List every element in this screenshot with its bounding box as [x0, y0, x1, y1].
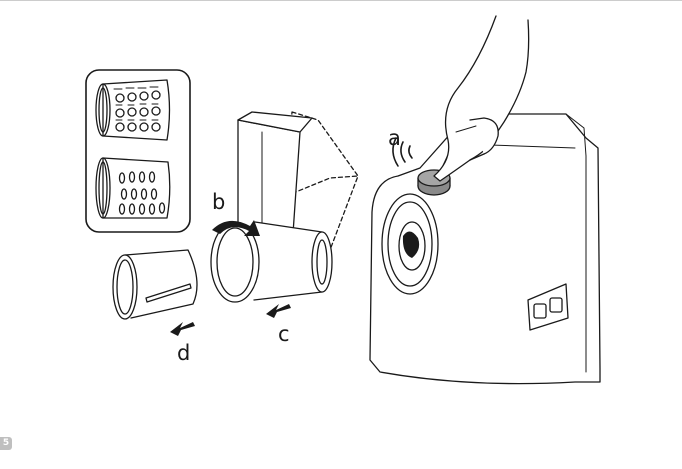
remove-arrow-icon [266, 304, 291, 318]
callout-a: a [388, 126, 401, 150]
inset-drum-grater [96, 80, 170, 140]
drum-types-inset [86, 70, 190, 232]
callout-d: d [177, 341, 190, 365]
inset-drum-slicer [96, 158, 170, 218]
callout-b: b [212, 190, 225, 214]
slicer-drum [113, 250, 197, 319]
callout-c: c [278, 322, 290, 346]
appliance-body [370, 114, 600, 384]
page-number-tab: 5 [0, 437, 12, 450]
drum-holder [211, 112, 358, 302]
remove-arrow-icon [170, 322, 195, 336]
